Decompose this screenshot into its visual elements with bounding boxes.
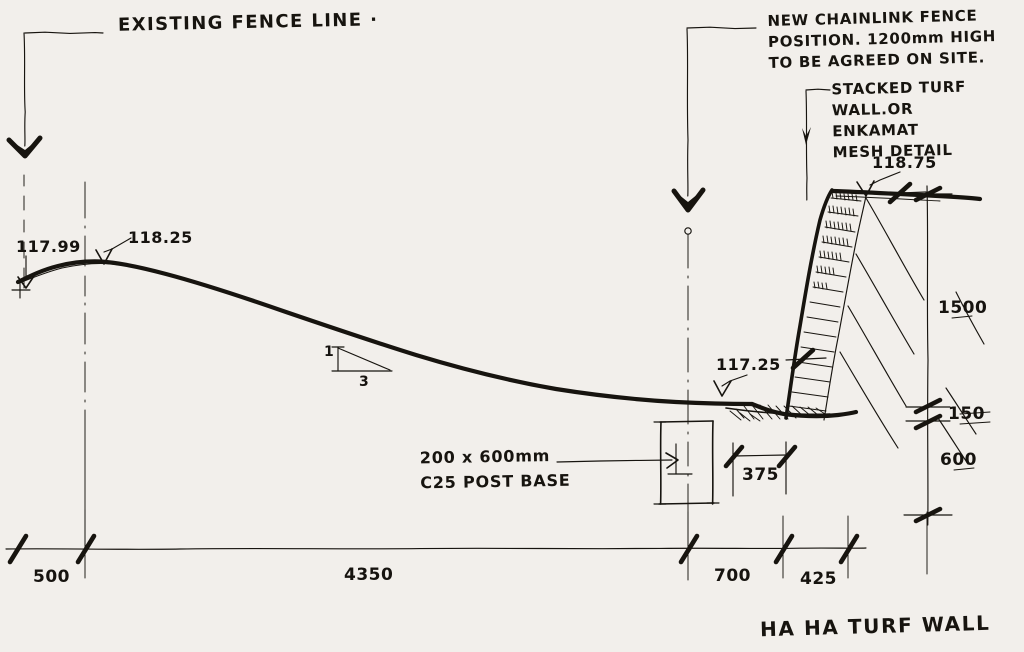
wall-top-tick [873,181,927,205]
new-fence-leader [671,26,757,213]
bottom-dimension-line [5,509,928,581]
dim-375-label: 375 [742,465,779,485]
level-118-75-leader [856,171,901,197]
turf-wall-note: STACKED TURF WALL.OR ENKAMAT MESH DETAIL [831,77,967,164]
post-base-note-line-2: C25 POST BASE [420,470,571,493]
post-base-note: 200 x 600mm C25 POST BASE [420,443,571,496]
right-batter-lines [839,197,985,465]
slope-run-label: 3 [359,374,369,390]
post-base-leader [556,443,693,475]
dim-500-label: 500 [33,567,70,587]
level-117-25-leader [713,374,748,397]
stacked-turf-wall [784,188,983,421]
turf-grass-tufts [813,191,858,290]
level-118-25-label: 118.25 [128,228,193,247]
wall-mid-tick [785,347,827,371]
level-117-99-label: 117.99 [16,237,81,256]
existing-fence-leader [6,31,104,159]
existing-ground-profile [15,259,755,407]
slope-rise-label: 1 [324,344,334,360]
turf-wall-note-line-1: STACKED TURF [831,77,967,99]
level-117-25-label: 117.25 [716,355,781,374]
level-118-75-label: 118.75 [872,153,937,172]
turf-wall-note-line-3: ENKAMAT [832,120,919,141]
dim-375-line [723,441,798,497]
right-vertical-dimension-line [903,185,953,526]
dim-425-label: 425 [800,569,837,589]
new-fence-centerline [684,227,692,549]
turf-wall-note-line-4: MESH DETAIL [832,140,953,162]
dim-600-label: 600 [940,450,977,470]
new-fence-note: NEW CHAINLINK FENCE POSITION. 1200mm HIG… [767,5,997,74]
post-base-box [653,420,720,505]
turf-wall-leader [802,88,831,201]
dim-1500-label: 1500 [938,298,987,318]
slope-ratio-triangle [331,346,393,372]
dim-4350-label: 4350 [344,565,393,585]
post-base-note-line-1: 200 x 600mm [419,446,551,468]
dim-700-label: 700 [714,566,751,586]
turf-wall-note-line-2: WALL.OR [831,99,914,120]
